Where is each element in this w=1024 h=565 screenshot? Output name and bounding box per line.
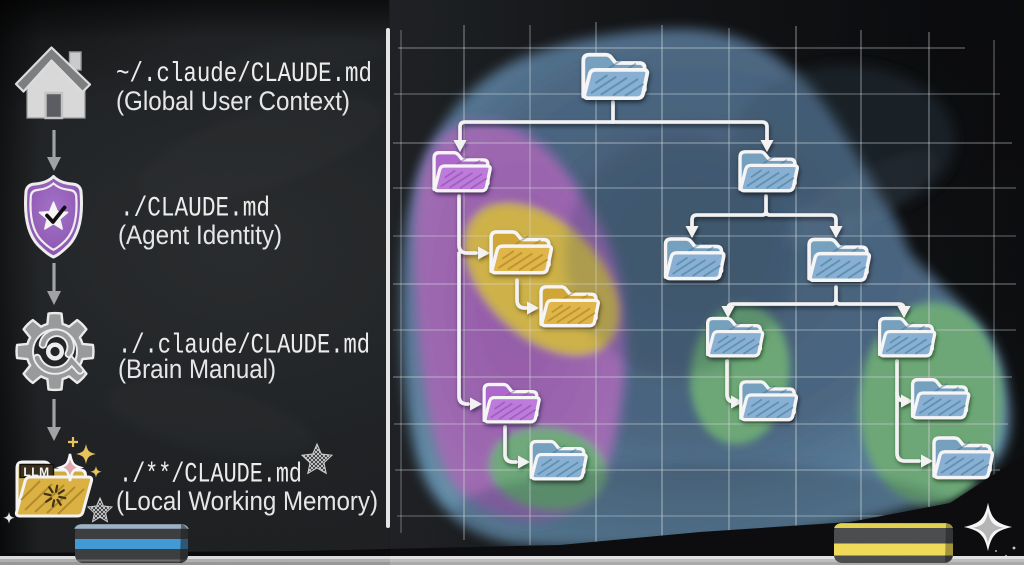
svg-text:(Agent Identity): (Agent Identity) (118, 220, 282, 250)
svg-text:(Global User Context): (Global User Context) (116, 86, 350, 116)
svg-text:~/.claude/CLAUDE.md: ~/.claude/CLAUDE.md (116, 59, 372, 90)
svg-text:./CLAUDE.md: ./CLAUDE.md (120, 194, 270, 225)
svg-text:(Local Working Memory): (Local Working Memory) (116, 486, 378, 516)
svg-text:./.claude/CLAUDE.md: ./.claude/CLAUDE.md (118, 331, 370, 362)
svg-text:./**/CLAUDE.md: ./**/CLAUDE.md (119, 460, 302, 491)
svg-text:(Brain Manual): (Brain Manual) (118, 354, 276, 384)
svg-text:LLM: LLM (23, 465, 49, 479)
